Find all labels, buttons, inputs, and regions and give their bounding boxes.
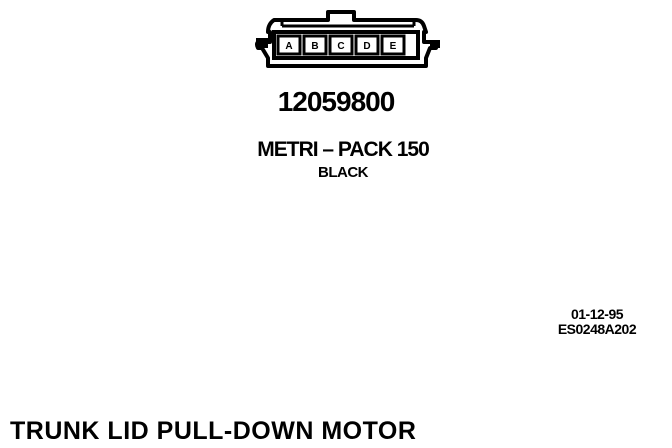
pin-cavity: C: [328, 34, 354, 56]
pin-label: A: [285, 41, 292, 52]
side-tab-left: [256, 38, 268, 48]
pin-cavity: A: [276, 34, 302, 56]
pin-label: D: [363, 41, 370, 52]
pin-label: B: [311, 41, 318, 52]
pin-band: [272, 30, 420, 60]
connector-color: BLACK: [318, 164, 369, 181]
revision-date: 01-12-95: [570, 306, 624, 322]
pin-cavity: B: [302, 34, 328, 56]
component-caption: TRUNK LID PULL-DOWN MOTOR: [10, 417, 417, 445]
pin-label: C: [337, 41, 344, 52]
pin-label: E: [390, 41, 397, 52]
connector-drawing: A B C D E: [255, 10, 440, 68]
connector-face-diagram: A B C D E: [252, 8, 448, 72]
side-tab-right: [430, 40, 440, 48]
pin-cavity: E: [380, 34, 406, 56]
part-number: 12059800: [277, 86, 396, 117]
pin-cavity: D: [354, 34, 380, 56]
drawing-code: ES0248A202: [557, 321, 637, 337]
connector-series: METRI – PACK 150: [257, 138, 430, 161]
date-code-block: 01-12-95 ES0248A202: [533, 307, 661, 337]
